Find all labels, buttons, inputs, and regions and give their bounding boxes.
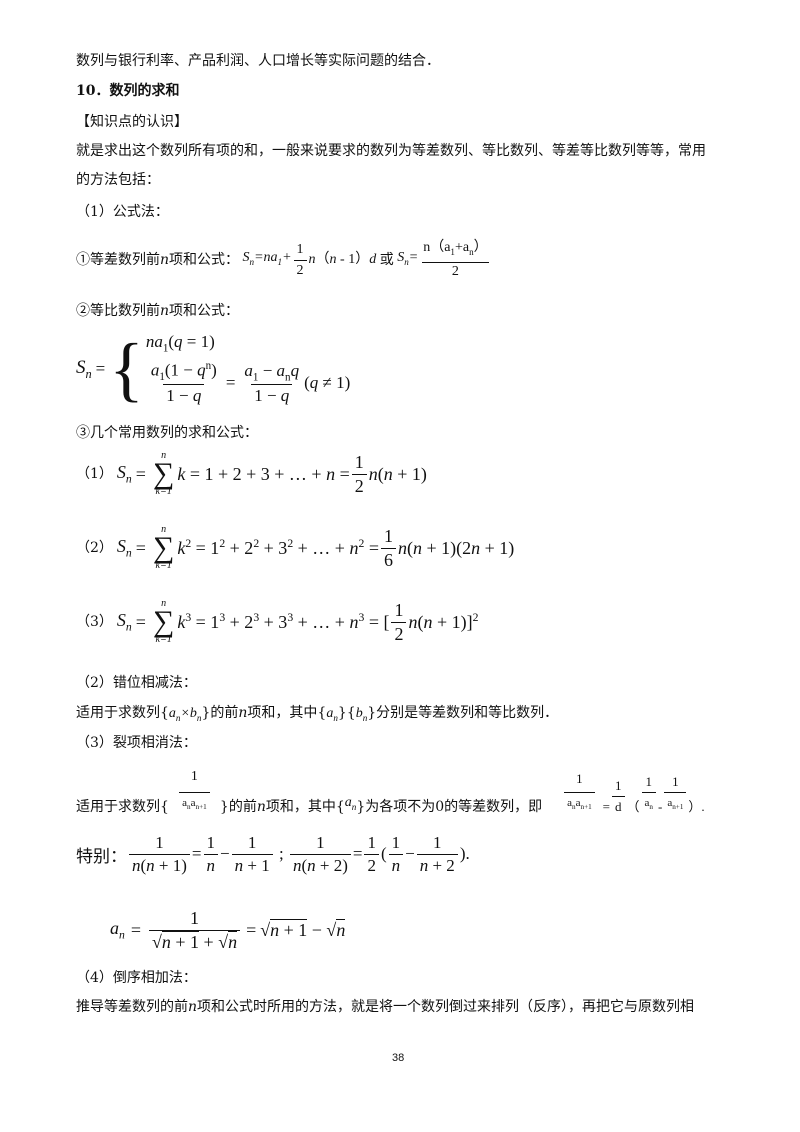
sum-of-k-cubed-formula: （3） Sn= n∑k=1 k3 = 13 + 23 + 33 + … + n3… (76, 598, 479, 645)
method-4-title: （4）倒序相加法： (76, 970, 197, 986)
page-number: 38 (392, 1052, 405, 1064)
special-label: 特别： (76, 846, 127, 867)
intro-line-1: 就是求出这个数列所有项的和，一般来说要求的数列为等差数列、等比数列、等差等比数列… (76, 143, 706, 159)
common-sums-label: ③几个常用数列的求和公式： (76, 425, 258, 441)
text-line: 数列与银行利率、产品利润、人口增长等实际问题的结合． (76, 53, 440, 69)
m3-b: }的前 (219, 799, 257, 815)
sum3-index: （3） (76, 614, 113, 630)
m4-a: 推导等差数列的前 (76, 999, 188, 1015)
f1-expression: Sn=na1+ (239, 250, 292, 267)
sum2-index: （2） (76, 540, 113, 556)
f1-label: ①等差数列前 (76, 252, 160, 268)
radical-telescoping-formula: an = 1√n + 1 + √n = √n + 1 − √n (110, 907, 346, 952)
method-3-title: （3）裂项相消法： (76, 735, 197, 751)
f2-n: n (160, 303, 170, 319)
m4-n: n (188, 999, 198, 1015)
f1-or: 或 (379, 252, 394, 268)
intro-line-2: 的方法包括： (76, 172, 160, 188)
m3-n: n (256, 799, 266, 815)
section-heading: 10．数列的求和 (76, 83, 180, 99)
method-1-title: （1）公式法： (76, 204, 169, 220)
m2-c: 项和，其中{ (247, 705, 327, 721)
f2-text: 项和公式： (169, 303, 240, 319)
method-2-title: （2）错位相减法： (76, 675, 197, 691)
m3-a: 适用于求数列{ (76, 799, 169, 815)
m3-c: 项和，其中{ (265, 799, 345, 815)
method-4-description: 推导等差数列的前n项和公式时所用的方法，就是将一个数列倒过来排列（反序），再把它… (76, 998, 694, 1016)
m2-n: n (238, 705, 248, 721)
sum1-index: （1） (76, 466, 113, 482)
sum-of-k-squared-formula: （2） Sn= n∑k=1 k2 = 12 + 22 + 32 + … + n2… (76, 524, 515, 571)
m2-d: }{ (337, 705, 356, 721)
m2-a: 适用于求数列{ (76, 705, 169, 721)
f2-label: ②等比数列前 (76, 303, 160, 319)
method-2-description: 适用于求数列{an×bn}的前n项和，其中{an}{bn}分别是等差数列和等比数… (76, 705, 559, 723)
f1-expression-tail: n（n - 1）d (308, 252, 377, 267)
knowledge-label: 【知识点的认识】 (76, 114, 188, 130)
f1-sn: Sn= (393, 250, 419, 267)
geometric-sum-label: ②等比数列前n项和公式： (76, 302, 239, 320)
m4-b: 项和公式时所用的方法，就是将一个数列倒过来排列（反序），再把它与原数列相 (197, 999, 695, 1015)
m2-b: }的前 (201, 705, 239, 721)
f1-fraction-2: n（a1+an）2 (421, 240, 489, 279)
geometric-sum-formula: Sn = { na1(q = 1) a1(1 − qn)1 − q = a1 −… (76, 329, 351, 409)
f1-text: 项和公式： (169, 252, 240, 268)
f1-n: n (160, 252, 170, 268)
m3-d: }为各项不为0的等差数列，即 (356, 799, 543, 815)
m2-e: }分别是等差数列和等比数列． (367, 705, 559, 721)
